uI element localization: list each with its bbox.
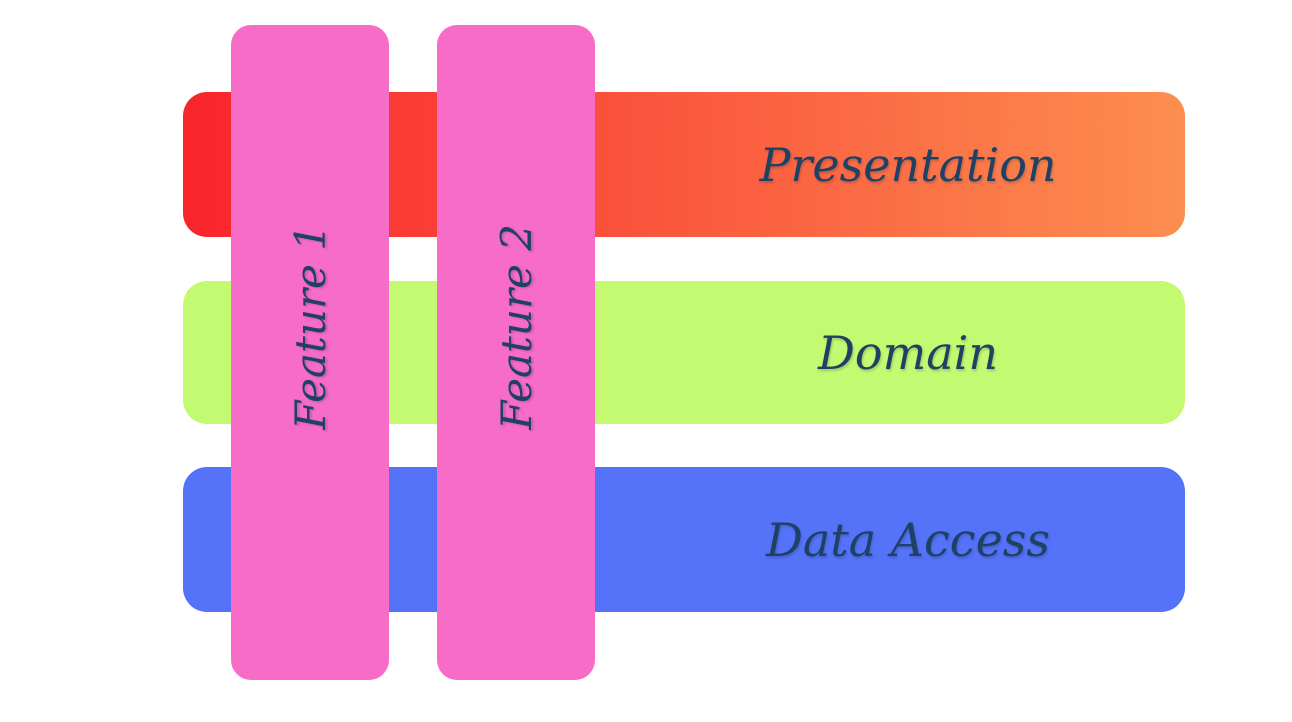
layer-domain-label: Domain xyxy=(818,325,998,380)
layer-data-access-label: Data Access xyxy=(765,512,1051,567)
feature-1-bar: Feature 1 xyxy=(231,25,389,680)
feature-2-bar: Feature 2 xyxy=(437,25,595,680)
feature-1-label: Feature 1 xyxy=(285,223,335,430)
feature-2-label: Feature 2 xyxy=(491,223,541,430)
layer-presentation-label: Presentation xyxy=(759,137,1057,192)
